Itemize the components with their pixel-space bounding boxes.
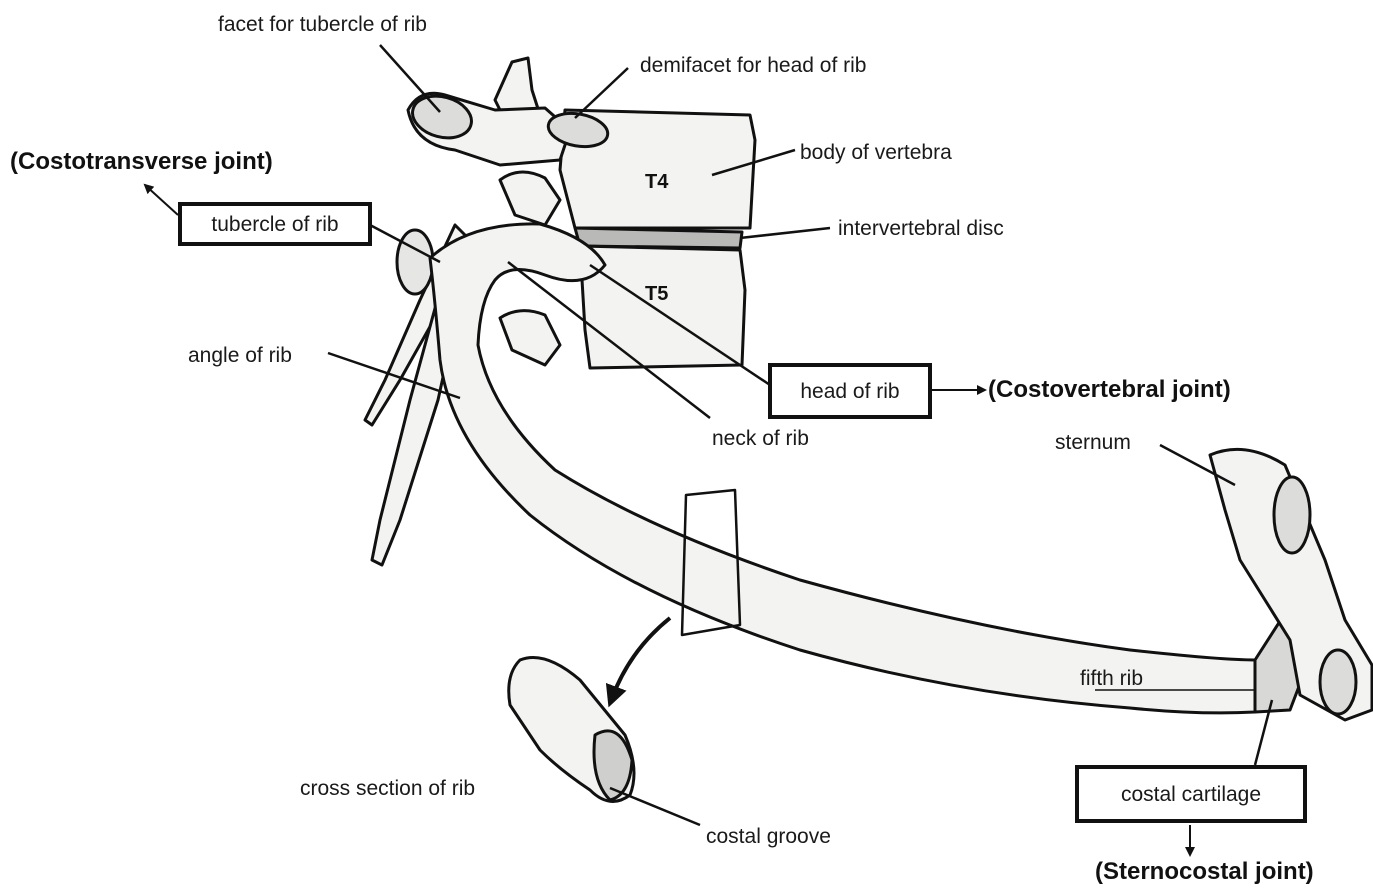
label-costal-groove: costal groove [706,826,831,847]
joint-costotransverse: (Costotransverse joint) [10,150,273,174]
boxed-head-of-rib: head of rib [768,363,932,419]
intervertebral-disc-shape [575,228,742,248]
sternum-facet-lower [1320,650,1356,714]
label-sternum: sternum [1055,432,1131,453]
label-angle-of-rib: angle of rib [188,345,292,366]
label-cross-section: cross section of rib [300,778,475,799]
boxed-tubercle-of-rib: tubercle of rib [178,202,372,246]
label-body-vertebra: body of vertebra [800,142,952,163]
arrow-costotransverse [145,185,178,215]
leader-costal-groove [610,788,700,825]
joint-costovertebral: (Costovertebral joint) [988,378,1231,402]
boxed-costal-cartilage: costal cartilage [1075,765,1307,823]
label-fifth-rib: fifth rib [1080,668,1143,689]
label-t4: T4 [645,171,669,193]
label-demifacet: demifacet for head of rib [640,55,866,76]
leader-facet-tubercle [380,45,440,112]
pedicle [500,172,560,225]
lower-pedicle [500,311,560,365]
label-t5: T5 [645,283,668,305]
label-neck-of-rib: neck of rib [712,428,809,449]
label-facet-tubercle: facet for tubercle of rib [218,14,427,35]
leader-disc [740,228,830,238]
joint-sternocostal: (Sternocostal joint) [1095,860,1314,884]
sternum-facet-upper [1274,477,1310,553]
label-intervertebral-disc: intervertebral disc [838,218,1004,239]
tubercle-joint [397,230,433,294]
arrow-cross-section [612,618,670,698]
